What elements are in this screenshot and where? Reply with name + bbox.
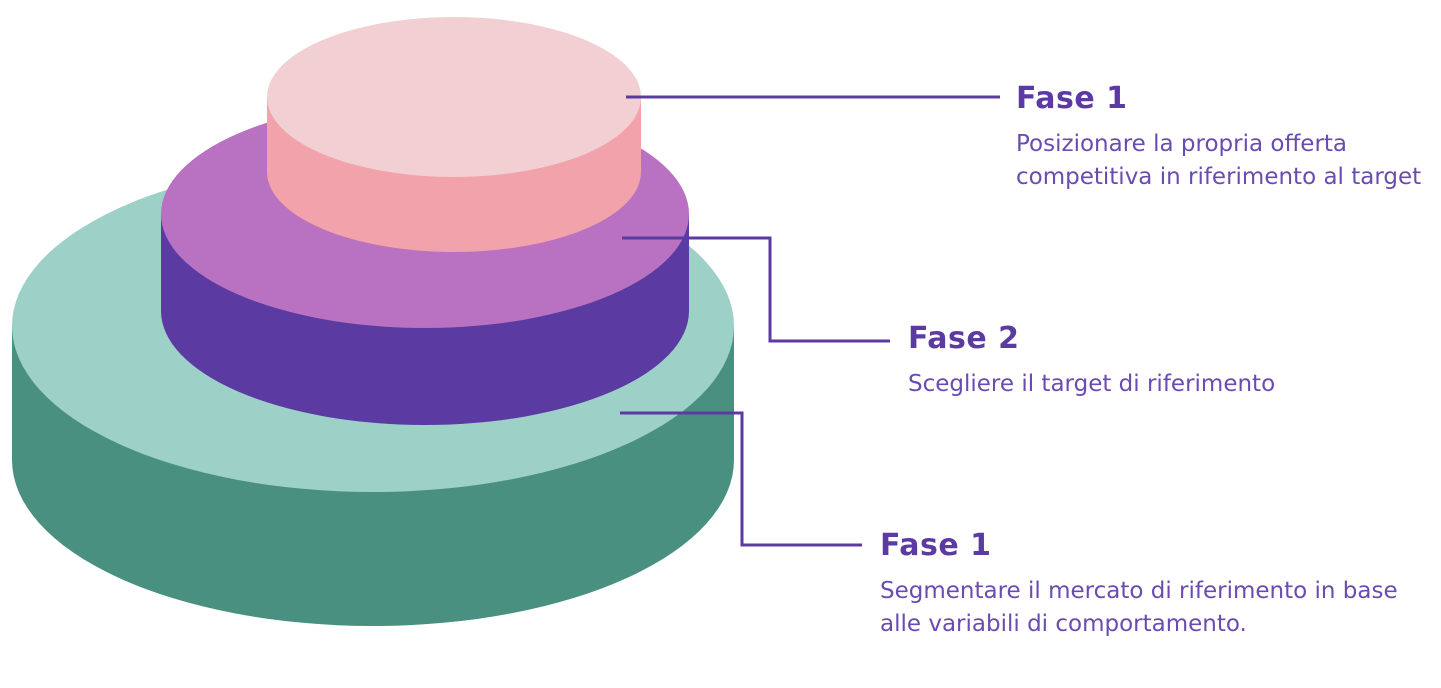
top-layer [267, 17, 641, 252]
phase-title: Fase 1 [880, 528, 992, 563]
top-layer-face [267, 17, 641, 177]
connector-line-2 [622, 236, 890, 343]
connector-line-3 [620, 411, 862, 547]
phase-title: Fase 1 [1016, 81, 1128, 116]
phase-label-bottom: Fase 1 Segmentare il mercato di riferime… [880, 531, 1400, 641]
phase-description: Posizionare la propria offerta competiti… [1016, 131, 1422, 190]
phase-title: Fase 2 [908, 321, 1020, 356]
phase-label-middle: Fase 2 Scegliere il target di riferiment… [908, 324, 1428, 401]
phase-description: Segmentare il mercato di riferimento in … [880, 578, 1398, 637]
phase-description: Scegliere il target di riferimento [908, 371, 1276, 397]
phase-label-top: Fase 1 Posizionare la propria offerta co… [1016, 84, 1441, 194]
